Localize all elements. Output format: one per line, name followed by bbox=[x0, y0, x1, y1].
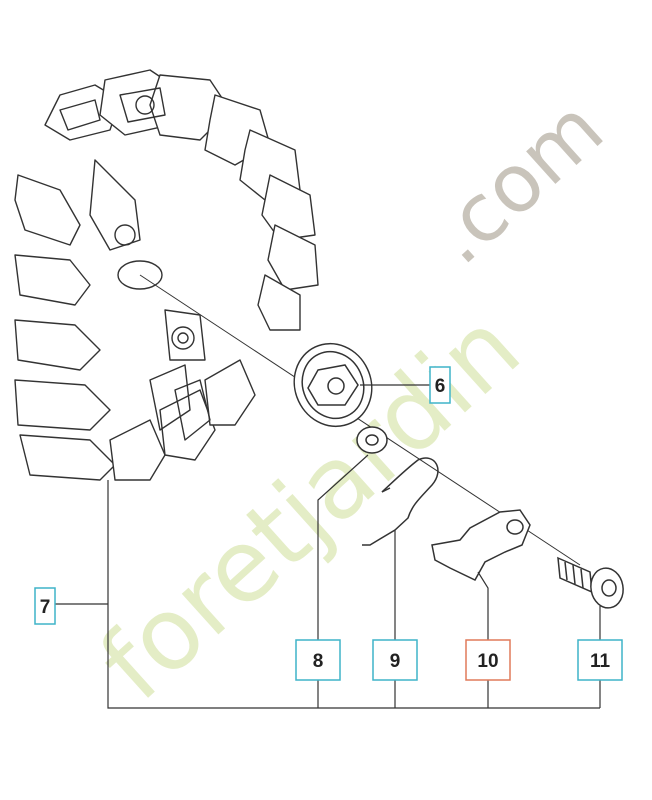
callout-11-box bbox=[577, 639, 623, 681]
callout-9-label: 9 bbox=[390, 651, 401, 672]
callout-6[interactable]: 6 bbox=[429, 366, 451, 404]
callout-10-label: 10 bbox=[477, 651, 498, 672]
screw-icon bbox=[557, 556, 624, 609]
callout-11-label: 11 bbox=[590, 651, 611, 672]
callout-9-box bbox=[372, 639, 418, 681]
washer-icon bbox=[356, 426, 388, 454]
callout-10-box bbox=[465, 639, 511, 681]
callout-6-box bbox=[429, 366, 451, 404]
flywheel-icon bbox=[14, 69, 319, 481]
spring-icon bbox=[362, 457, 439, 546]
callout-8-label: 8 bbox=[313, 651, 324, 672]
leader-lines bbox=[55, 384, 601, 709]
watermark-tld: .com bbox=[412, 82, 620, 282]
callout-7-box bbox=[34, 587, 56, 625]
callout-8-box bbox=[295, 639, 341, 681]
callout-6-label: 6 bbox=[435, 376, 446, 397]
nut-icon bbox=[293, 342, 373, 428]
callout-10[interactable]: 10 bbox=[465, 639, 511, 681]
callout-7[interactable]: 7 bbox=[34, 587, 56, 625]
callout-11[interactable]: 11 bbox=[577, 639, 623, 681]
callout-8[interactable]: 8 bbox=[295, 639, 341, 681]
callout-9[interactable]: 9 bbox=[372, 639, 418, 681]
pawl-icon bbox=[431, 509, 531, 581]
callout-7-label: 7 bbox=[40, 597, 51, 618]
